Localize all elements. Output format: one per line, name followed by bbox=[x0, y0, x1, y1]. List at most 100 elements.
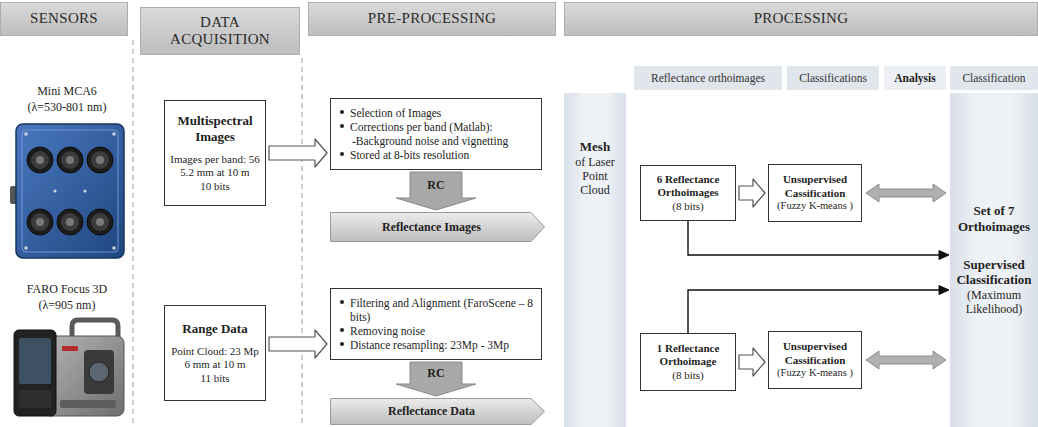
node-text: Range Data bbox=[170, 321, 260, 337]
section-divider bbox=[133, 40, 134, 427]
node-text: Set of 7 Orthoimages bbox=[954, 203, 1034, 234]
node-content: Unsupervised Cassification(Fuzzy K-means… bbox=[774, 340, 856, 380]
node-text: Classification bbox=[953, 72, 1035, 84]
list-item: Filtering and Alignment (FaroScene – 8 b… bbox=[338, 296, 534, 324]
chevron-arrow bbox=[739, 348, 765, 376]
node-text: (Maximum Likelihood) bbox=[954, 288, 1034, 317]
bullet-dot bbox=[340, 300, 344, 304]
data-box: 1 Reflectance Orthoimage(8 bits) bbox=[640, 333, 736, 391]
data-box: Multispectral ImagesImages per band: 565… bbox=[164, 100, 266, 206]
node-text: 10 bits bbox=[170, 180, 260, 193]
compare-arrow bbox=[866, 351, 946, 369]
node-text: Point Cloud: 23 Mp bbox=[170, 345, 260, 358]
node-text: Stored at 8-bits resolution bbox=[350, 148, 534, 162]
node-text: -Background noise and vignetting bbox=[352, 134, 534, 148]
list-item: Distance resampling: 23Mp - 3Mp bbox=[338, 338, 534, 352]
output-arrow: Reflectance Images bbox=[330, 212, 545, 242]
multispectral-camera bbox=[10, 124, 124, 258]
process-box: Unsupervised Cassification(Fuzzy K-means… bbox=[768, 164, 862, 222]
sensor-name: FARO Focus 3D bbox=[2, 282, 132, 297]
flow-arrow bbox=[688, 221, 949, 260]
node-content: PROCESSING bbox=[571, 10, 1031, 27]
bullet-dot bbox=[340, 110, 344, 114]
node-text: 11 bits bbox=[170, 372, 260, 385]
bullet-dot bbox=[340, 328, 344, 332]
bullet-dot bbox=[340, 124, 344, 128]
node-text: 6 mm at 10 m bbox=[170, 358, 260, 371]
node-content: DATA ACQUISITION bbox=[163, 14, 277, 49]
node-text: Reflectance Images bbox=[336, 220, 527, 235]
node-content: Set of 7 OrthoimagesSupervised Classific… bbox=[954, 203, 1034, 316]
output-arrow: Reflectance Data bbox=[330, 398, 545, 425]
process-box: Filtering and Alignment (FaroScene – 8 b… bbox=[330, 288, 542, 360]
list-item: Selection of Images bbox=[338, 106, 534, 120]
node-text: of Laser Point Cloud bbox=[568, 155, 622, 198]
edge-label: RC bbox=[410, 172, 462, 198]
node-text: 5.2 mm at 10 m bbox=[170, 166, 260, 179]
node-content: PRE-PROCESSING bbox=[315, 10, 549, 27]
node-content: Filtering and Alignment (FaroScene – 8 b… bbox=[338, 296, 534, 352]
node-content: Classification bbox=[953, 72, 1035, 84]
node-content: Unsupervised Cassification(Fuzzy K-means… bbox=[774, 173, 856, 213]
arrow-shape bbox=[331, 399, 545, 425]
node-content: SENSORS bbox=[7, 10, 121, 27]
process-box: Unsupervised Cassification(Fuzzy K-means… bbox=[768, 331, 862, 389]
node-content: Classifications bbox=[790, 72, 876, 84]
node-text: Filtering and Alignment (FaroScene – 8 b… bbox=[350, 296, 534, 324]
list-item: -Background noise and vignetting bbox=[338, 134, 534, 148]
compare-arrow bbox=[866, 184, 946, 202]
node-content: 6 Reflectance Orthoimages(8 bits) bbox=[646, 173, 730, 213]
process-arrow bbox=[396, 172, 476, 210]
edge-label: RC bbox=[410, 362, 462, 384]
node-content: Meshof Laser Point Cloud bbox=[568, 139, 622, 198]
node-text: DATA ACQUISITION bbox=[163, 14, 277, 49]
node-content: Multispectral ImagesImages per band: 565… bbox=[170, 113, 260, 193]
node-text: Unsupervised Cassification bbox=[774, 340, 856, 367]
node-content: Analysis bbox=[887, 72, 943, 84]
mesh-panel: Meshof Laser Point Cloud bbox=[564, 93, 626, 427]
node-text: (Fuzzy K-means ) bbox=[774, 367, 856, 380]
node-text: (8 bits) bbox=[646, 369, 730, 382]
node-text: (Fuzzy K-means ) bbox=[774, 200, 856, 213]
node-content: Reflectance orthoimages bbox=[637, 72, 779, 84]
node-content: Reflectance Images bbox=[336, 220, 527, 235]
list-item: Stored at 8-bits resolution bbox=[338, 148, 534, 162]
sensor-wavelength: (λ=905 nm) bbox=[2, 298, 132, 313]
node-text: PRE-PROCESSING bbox=[315, 10, 549, 27]
list-item: Removing noise bbox=[338, 324, 534, 338]
node-text: Reflectance orthoimages bbox=[637, 72, 779, 84]
node-text: Classifications bbox=[790, 72, 876, 84]
node-text: (8 bits) bbox=[646, 200, 730, 213]
node-content: 1 Reflectance Orthoimage(8 bits) bbox=[646, 342, 730, 382]
node-text: Reflectance Data bbox=[336, 404, 527, 419]
section-header: SENSORS bbox=[0, 2, 128, 36]
node-text: Images per band: 56 bbox=[170, 153, 260, 166]
chevron-arrow bbox=[739, 179, 765, 207]
column-header: Analysis bbox=[884, 66, 946, 90]
node-content: Reflectance Data bbox=[336, 404, 527, 419]
bullet-dot bbox=[340, 342, 344, 346]
node-text: 6 Reflectance Orthoimages bbox=[646, 173, 730, 200]
node-text: PROCESSING bbox=[571, 10, 1031, 27]
chevron-arrow bbox=[269, 139, 327, 167]
process-box: Selection of ImagesCorrections per band … bbox=[330, 98, 542, 170]
node-text: SENSORS bbox=[7, 10, 121, 27]
bullet-dot bbox=[340, 152, 344, 156]
result-panel: Set of 7 OrthoimagesSupervised Classific… bbox=[950, 93, 1038, 427]
node-text: Corrections per band (Matlab): bbox=[350, 120, 534, 134]
data-box: 6 Reflectance Orthoimages(8 bits) bbox=[640, 165, 736, 221]
flow-arrow bbox=[688, 286, 949, 334]
section-header: DATA ACQUISITION bbox=[140, 7, 300, 55]
process-arrow bbox=[396, 362, 476, 396]
node-text: Supervised Classification bbox=[954, 257, 1034, 288]
list-item: Corrections per band (Matlab): bbox=[338, 120, 534, 134]
sensor-wavelength: (λ=530-801 nm) bbox=[2, 100, 132, 115]
column-header: Reflectance orthoimages bbox=[634, 66, 782, 90]
laser-scanner bbox=[14, 320, 124, 416]
node-text: Distance resampling: 23Mp - 3Mp bbox=[350, 338, 534, 352]
node-content: Selection of ImagesCorrections per band … bbox=[338, 106, 534, 162]
section-header: PROCESSING bbox=[564, 2, 1038, 36]
column-header: Classifications bbox=[787, 66, 879, 90]
node-text: Analysis bbox=[887, 72, 943, 84]
